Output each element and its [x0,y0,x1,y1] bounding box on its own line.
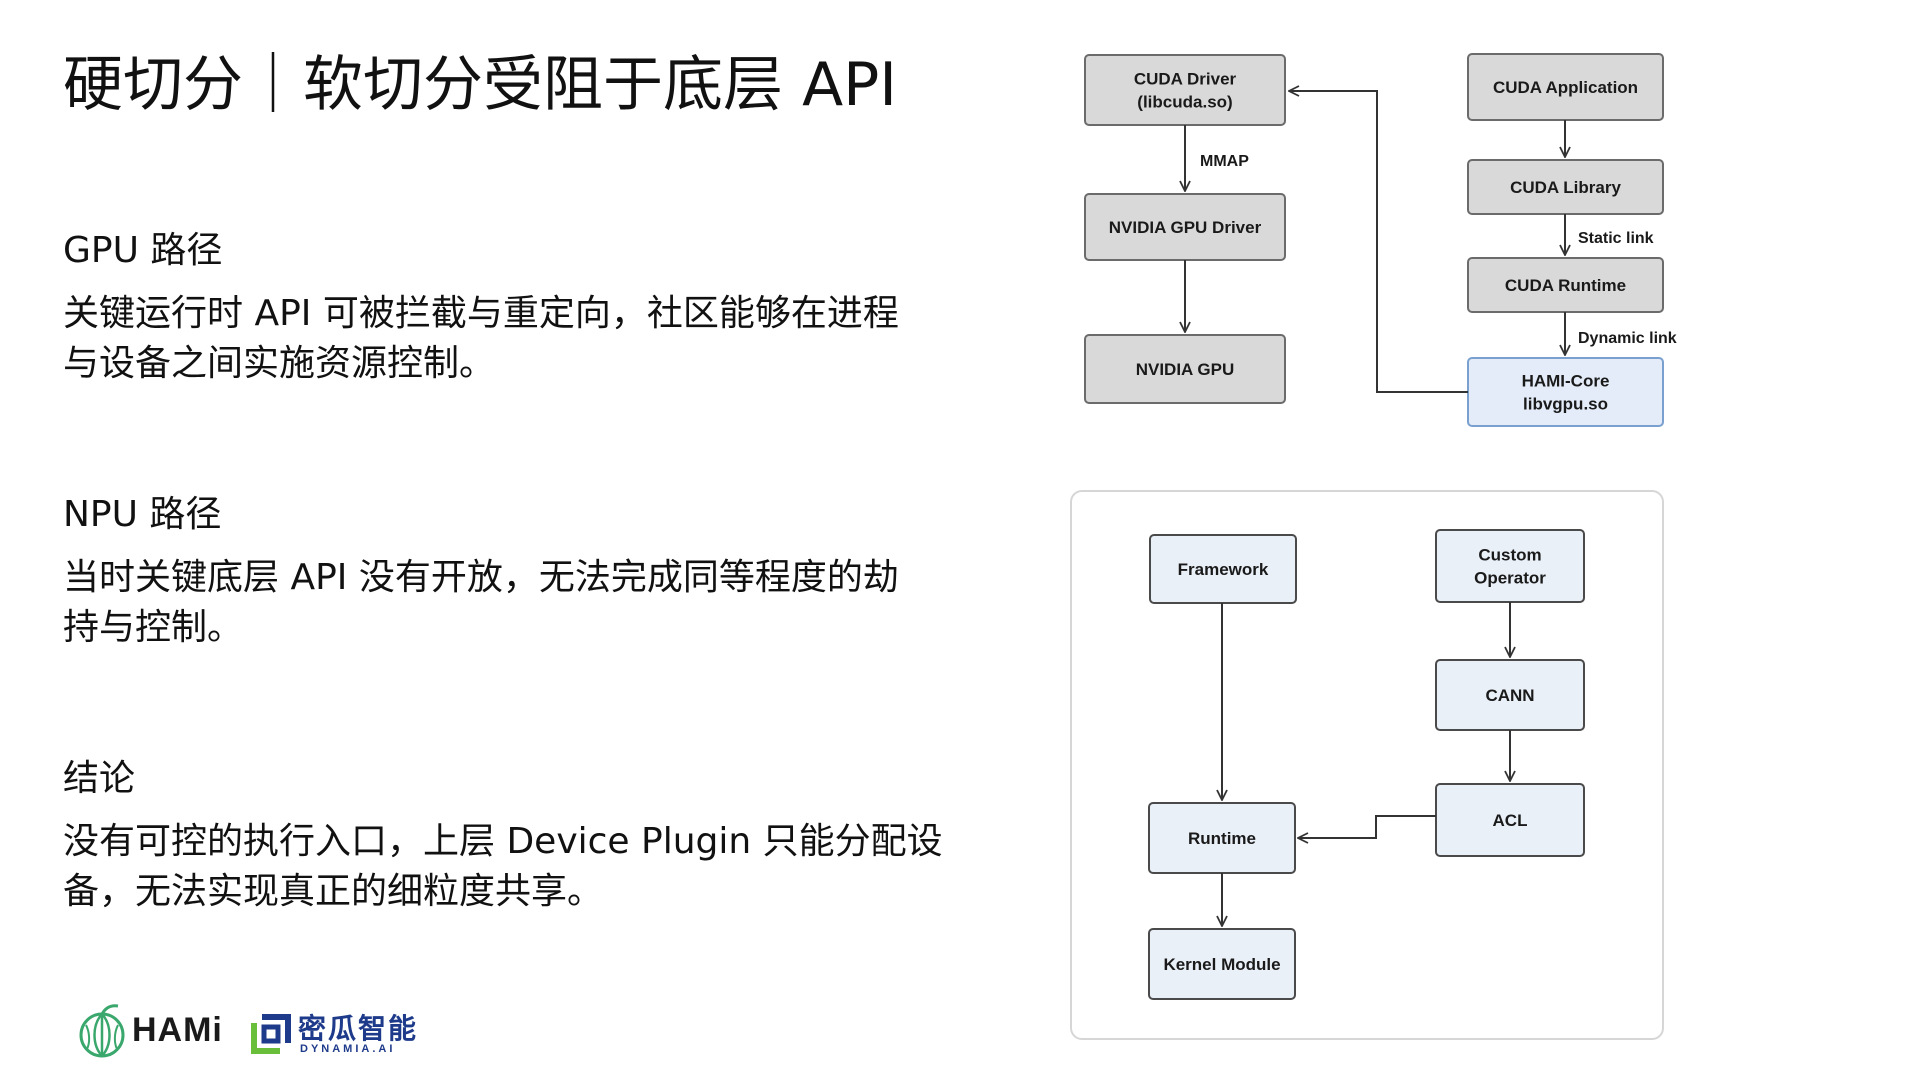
node-label: Operator [1474,568,1546,587]
npu-path-heading: NPU 路径 [63,494,222,535]
node-label: CUDA Library [1510,178,1621,197]
node-nvidia-gpu-driver: NVIDIA GPU Driver [1084,193,1286,261]
gpu-path-text: 关键运行时 API 可被拦截与重定向，社区能够在进程 与设备之间实施资源控制。 [63,289,963,389]
npu-path-text: 当时关键底层 API 没有开放，无法完成同等程度的劫 持与控制。 [63,553,963,653]
node-kernel-module: Kernel Module [1148,928,1296,1000]
hami-melon-icon [79,1004,125,1058]
conclusion-text-line: 备，无法实现真正的细粒度共享。 [63,871,604,912]
node-cann: CANN [1435,659,1585,731]
node-box [1148,928,1296,1000]
node-label: CUDA Application [1493,78,1638,97]
node-label: CANN [1485,686,1534,705]
edge-label-dynamic-link: Dynamic link [1578,330,1677,347]
npu-path-section: NPU 路径 当时关键底层 API 没有开放，无法完成同等程度的劫 持与控制。 [63,489,963,653]
slide-title: 硬切分｜软切分受阻于底层 API [63,50,897,120]
edge-label-mmap: MMAP [1200,153,1249,170]
gpu-path-section: GPU 路径 关键运行时 API 可被拦截与重定向，社区能够在进程 与设备之间实… [63,225,963,389]
edge-acl-to-runtime [1298,815,1436,838]
node-runtime: Runtime [1148,802,1296,874]
node-box [1435,783,1585,857]
edge-hami-core-to-driver [1289,91,1468,393]
edge-label-static-link: Static link [1578,230,1654,247]
dynamia-logo: 密瓜智能 DYNAMIA.AI [250,1007,440,1063]
node-acl: ACL [1435,783,1585,857]
node-cuda-driver: CUDA Driver (libcuda.so) [1084,54,1286,126]
node-label: Custom [1478,545,1541,564]
node-label: NVIDIA GPU Driver [1109,218,1262,237]
node-label: libvgpu.so [1523,394,1608,413]
node-label: CUDA Driver [1134,69,1237,88]
dynamia-english-name: DYNAMIA.AI [300,1043,396,1055]
gpu-path-text-line: 与设备之间实施资源控制。 [63,343,496,384]
node-label: NVIDIA GPU [1136,360,1235,379]
node-label: ACL [1493,811,1528,830]
conclusion-text-line: 没有可控的执行入口，上层 Device Plugin 只能分配设 [63,821,943,862]
dynamia-mark-icon [251,1014,291,1054]
node-box [1435,529,1585,603]
node-box [1084,54,1286,126]
conclusion-text: 没有可控的执行入口，上层 Device Plugin 只能分配设 备，无法实现真… [63,817,963,917]
node-label: Runtime [1188,829,1256,848]
conclusion-section: 结论 没有可控的执行入口，上层 Device Plugin 只能分配设 备，无法… [63,753,963,917]
node-label: HAMI-Core [1522,371,1610,390]
node-label: Framework [1178,560,1269,579]
gpu-architecture-diagram: CUDA Driver (libcuda.so) NVIDIA GPU Driver… [1084,53,1677,427]
hami-logo: HAMi [78,1003,298,1063]
node-framework: Framework [1149,534,1297,604]
node-cuda-application: CUDA Application [1467,53,1664,121]
node-cuda-library: CUDA Library [1467,159,1664,215]
node-cuda-runtime: CUDA Runtime [1467,257,1664,313]
gpu-path-heading: GPU 路径 [63,230,223,271]
node-hami-core: HAMI-Core libvgpu.so [1467,357,1664,427]
footer-logos: HAMi 密瓜智能 DYNAMIA.AI [78,1003,438,1063]
dynamia-chinese-name: 密瓜智能 [298,1012,419,1045]
npu-path-text-line: 当时关键底层 API 没有开放，无法完成同等程度的劫 [63,557,899,598]
conclusion-heading: 结论 [63,758,136,799]
node-label: Kernel Module [1163,955,1280,974]
node-box [1467,357,1664,427]
node-label: (libcuda.so) [1137,92,1232,111]
gpu-path-text-line: 关键运行时 API 可被拦截与重定向，社区能够在进程 [63,293,899,334]
node-box [1084,334,1286,404]
npu-path-text-line: 持与控制。 [63,607,244,648]
node-nvidia-gpu: NVIDIA GPU [1084,334,1286,404]
node-label: CUDA Runtime [1505,276,1626,295]
hami-wordmark: HAMi [132,1011,223,1049]
